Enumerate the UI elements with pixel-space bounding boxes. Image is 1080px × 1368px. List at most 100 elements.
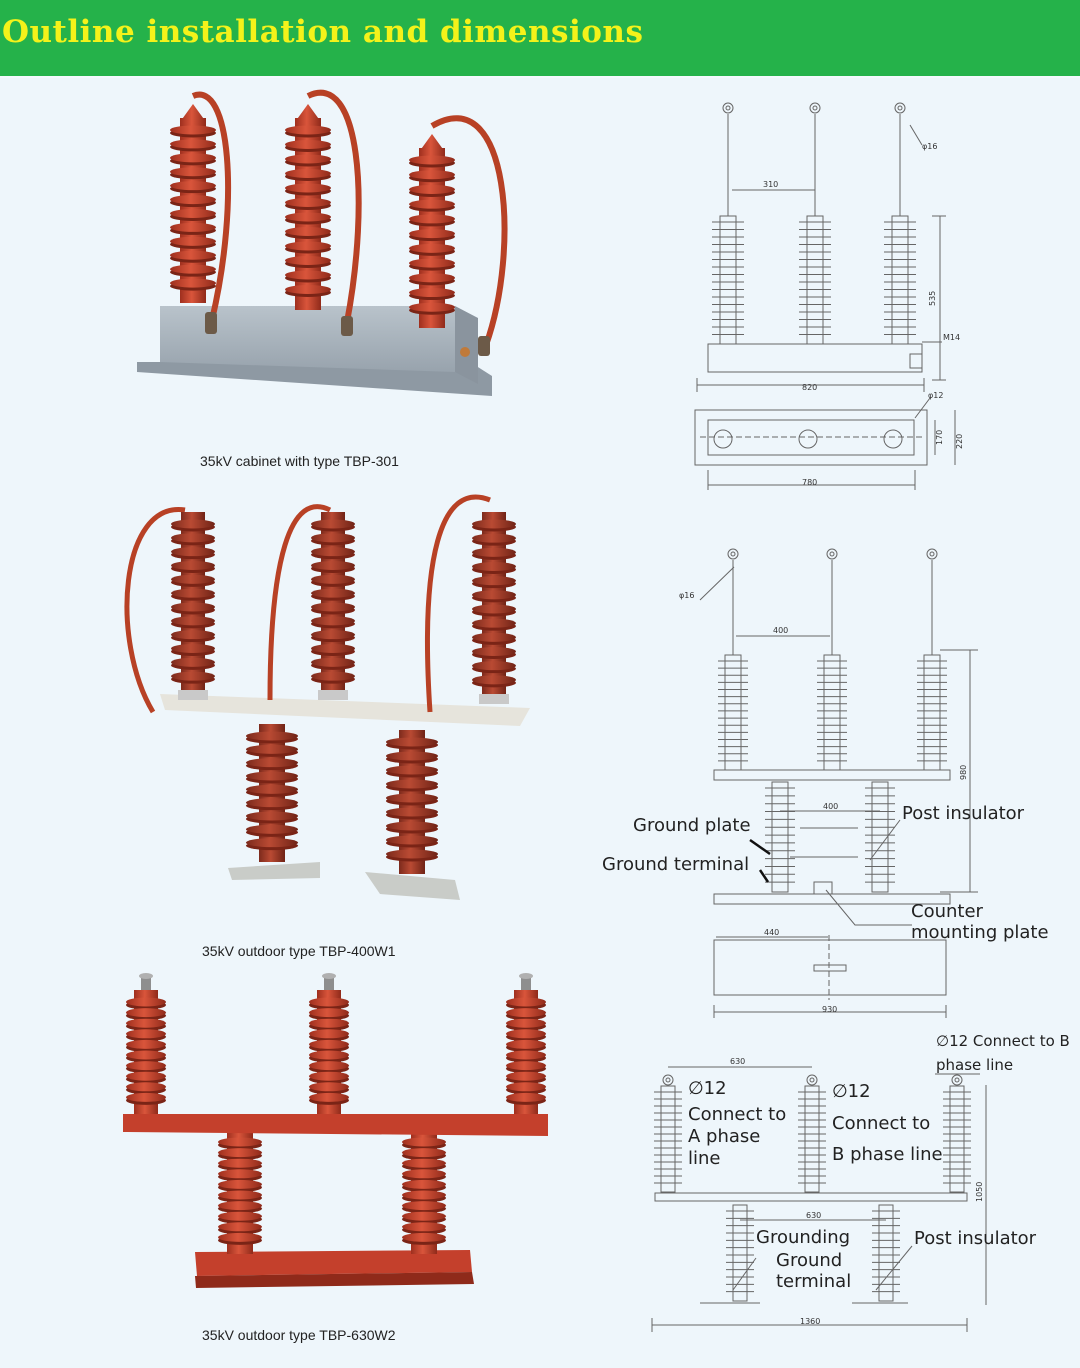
dim-text: φ16 — [922, 142, 937, 151]
insulator — [170, 104, 216, 303]
drawing-base-inner — [707, 419, 915, 456]
dim-text: 400 — [773, 626, 788, 635]
drawing-post-insulator — [872, 1204, 900, 1302]
label-mounting-plate: mounting plate — [911, 922, 1049, 943]
label-terminal: terminal — [776, 1271, 852, 1292]
label-b-phase-top: ∅12 Connect to B — [936, 1032, 1070, 1050]
drawing-hole — [883, 429, 903, 449]
drawing-post-insulator — [726, 1204, 754, 1302]
dim-text: 630 — [806, 1211, 821, 1220]
foot-plate — [365, 872, 460, 900]
label-b-phase-line: B phase line — [832, 1144, 943, 1165]
drawing-counter — [813, 881, 833, 895]
leader — [699, 566, 735, 601]
drawing-hole — [713, 429, 733, 449]
drawing-insulator — [798, 1074, 826, 1193]
arrow — [749, 838, 771, 856]
caption-tbp301: 35kV cabinet with type TBP-301 — [200, 453, 399, 469]
foot-plate — [228, 862, 320, 880]
photo-tbp630w2 — [123, 973, 548, 1288]
drawing-post-insulator — [765, 781, 795, 893]
ground-base — [195, 1250, 472, 1276]
cable-lug — [205, 312, 217, 334]
drawing-insulator — [799, 102, 831, 345]
insulator — [126, 973, 166, 1114]
insulator — [285, 104, 331, 310]
insulator — [309, 973, 349, 1114]
dim-text: 1360 — [800, 1317, 820, 1326]
cabinet-side — [455, 306, 478, 384]
drawing-slot — [813, 964, 847, 972]
drawing-insulator — [712, 102, 744, 345]
leader — [914, 397, 931, 419]
caption-tbp630w2: 35kV outdoor type TBP-630W2 — [202, 1327, 396, 1343]
drawing-tbp630w2 — [651, 1066, 987, 1332]
ground-base-edge — [195, 1272, 474, 1288]
label-a-line: line — [688, 1148, 721, 1169]
dim-text: 780 — [802, 478, 817, 487]
label-ground-terminal: Ground terminal — [602, 854, 750, 875]
dim-text: 930 — [822, 1005, 837, 1014]
cable-group — [191, 89, 508, 356]
dim-text: 980 — [959, 765, 968, 780]
insulator — [472, 512, 516, 704]
drawing-insulator — [817, 548, 847, 771]
dim-text: 440 — [764, 928, 779, 937]
drawing-insulator — [917, 548, 947, 771]
drawing-tbp400w1 — [699, 548, 978, 1018]
cable — [267, 504, 332, 701]
label-grounding: Grounding — [756, 1227, 851, 1248]
page-title: Outline installation and dimensions — [2, 14, 644, 50]
label-b-phi: ∅12 — [832, 1081, 871, 1102]
drawing-insulator — [654, 1074, 682, 1193]
dim-text: 220 — [955, 434, 964, 449]
arrow — [758, 869, 770, 883]
photo-tbp400w1 — [124, 494, 530, 900]
label-counter: Counter — [911, 901, 983, 922]
caption-tbp400w1: 35kV outdoor type TBP-400W1 — [202, 943, 396, 959]
dimension-labels: φ16 310 535 M14 820 φ12 170 220 780 φ16 … — [679, 142, 984, 1326]
cable — [191, 91, 232, 321]
cable-lug — [478, 336, 490, 356]
base-plate — [137, 362, 492, 396]
label-post-insulator: Post insulator — [902, 803, 1025, 824]
dim-text: φ12 — [928, 391, 943, 400]
leader — [825, 889, 912, 926]
ground-bolt — [460, 347, 470, 357]
drawing-tbp301 — [694, 102, 956, 490]
label-ground-plate: Ground plate — [633, 815, 751, 836]
cable — [124, 507, 186, 714]
drawing-cabinet — [707, 343, 923, 373]
cross-beam — [123, 1114, 548, 1136]
dim-text: 535 — [928, 291, 937, 306]
insulator — [171, 512, 215, 700]
cabinet-box — [160, 306, 455, 372]
dim-text: φ16 — [679, 591, 694, 600]
insulator — [506, 973, 546, 1114]
drawing-bolt — [909, 353, 923, 369]
insulator — [311, 512, 355, 700]
label-post-insulator-2: Post insulator — [914, 1228, 1037, 1249]
drawing-insulator — [943, 1074, 971, 1193]
drawing-hole — [798, 429, 818, 449]
label-a-connect: Connect to — [688, 1104, 787, 1125]
drawing-mount-plate — [713, 769, 951, 781]
label-a-phase: A phase — [688, 1126, 761, 1147]
dim-text: M14 — [943, 333, 960, 342]
drawing-base-top-view — [694, 409, 928, 466]
dim-text: 170 — [935, 430, 944, 445]
dim-text: 1050 — [975, 1182, 984, 1202]
post-insulator — [218, 1130, 262, 1254]
leader — [875, 1245, 913, 1291]
drawing-insulator — [718, 548, 748, 771]
post-insulator — [386, 730, 438, 874]
mounting-plate — [160, 694, 530, 726]
label-b-phase-top-2: phase line — [936, 1056, 1014, 1074]
leader — [732, 1257, 757, 1291]
dim-text: 310 — [763, 180, 778, 189]
drawing-post-insulator — [865, 781, 895, 893]
label-b-connect: Connect to — [832, 1113, 931, 1134]
label-a-phi: ∅12 — [688, 1078, 727, 1099]
insulator — [409, 134, 455, 328]
cable — [306, 89, 362, 323]
